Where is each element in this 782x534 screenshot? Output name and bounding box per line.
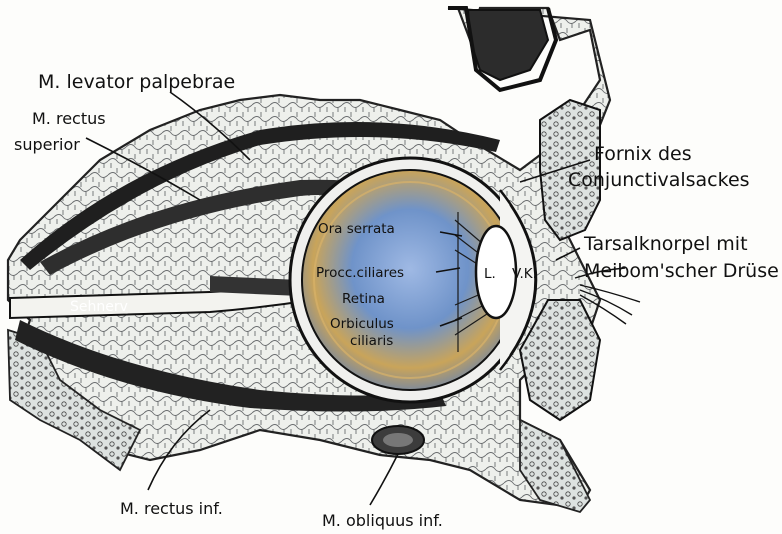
label-retina: Retina [342,291,385,307]
label-fornix-1: Fornix des [594,143,692,165]
label-fornix-2: Conjunctivalsackes [568,169,750,191]
label-tarsal-1: Tarsalknorpel mit [583,233,748,255]
label-rectus-superior-2: superior [14,135,80,154]
label-lens: L. [484,266,496,282]
label-sehnerv: Sehnerv [70,299,128,315]
obliquus-inferior-muscle [372,426,424,454]
label-rectus-inferior: M. rectus inf. [120,499,223,518]
label-rectus-superior-1: M. rectus [32,109,106,128]
label-procc-ciliares: Procc.ciliares [316,265,404,281]
label-orbiculus-2: ciliaris [350,333,393,349]
label-orbiculus-1: Orbiculus [330,316,394,332]
label-tarsal-2: Meibom'scher Drüse [584,260,779,282]
lens [476,226,516,318]
label-ora-serrata: Ora serrata [318,221,395,237]
label-obliquus-inferior: M. obliquus inf. [322,511,443,530]
label-levator-palpebrae: M. levator palpebrae [38,71,235,93]
label-vk: V.K. [512,266,537,282]
